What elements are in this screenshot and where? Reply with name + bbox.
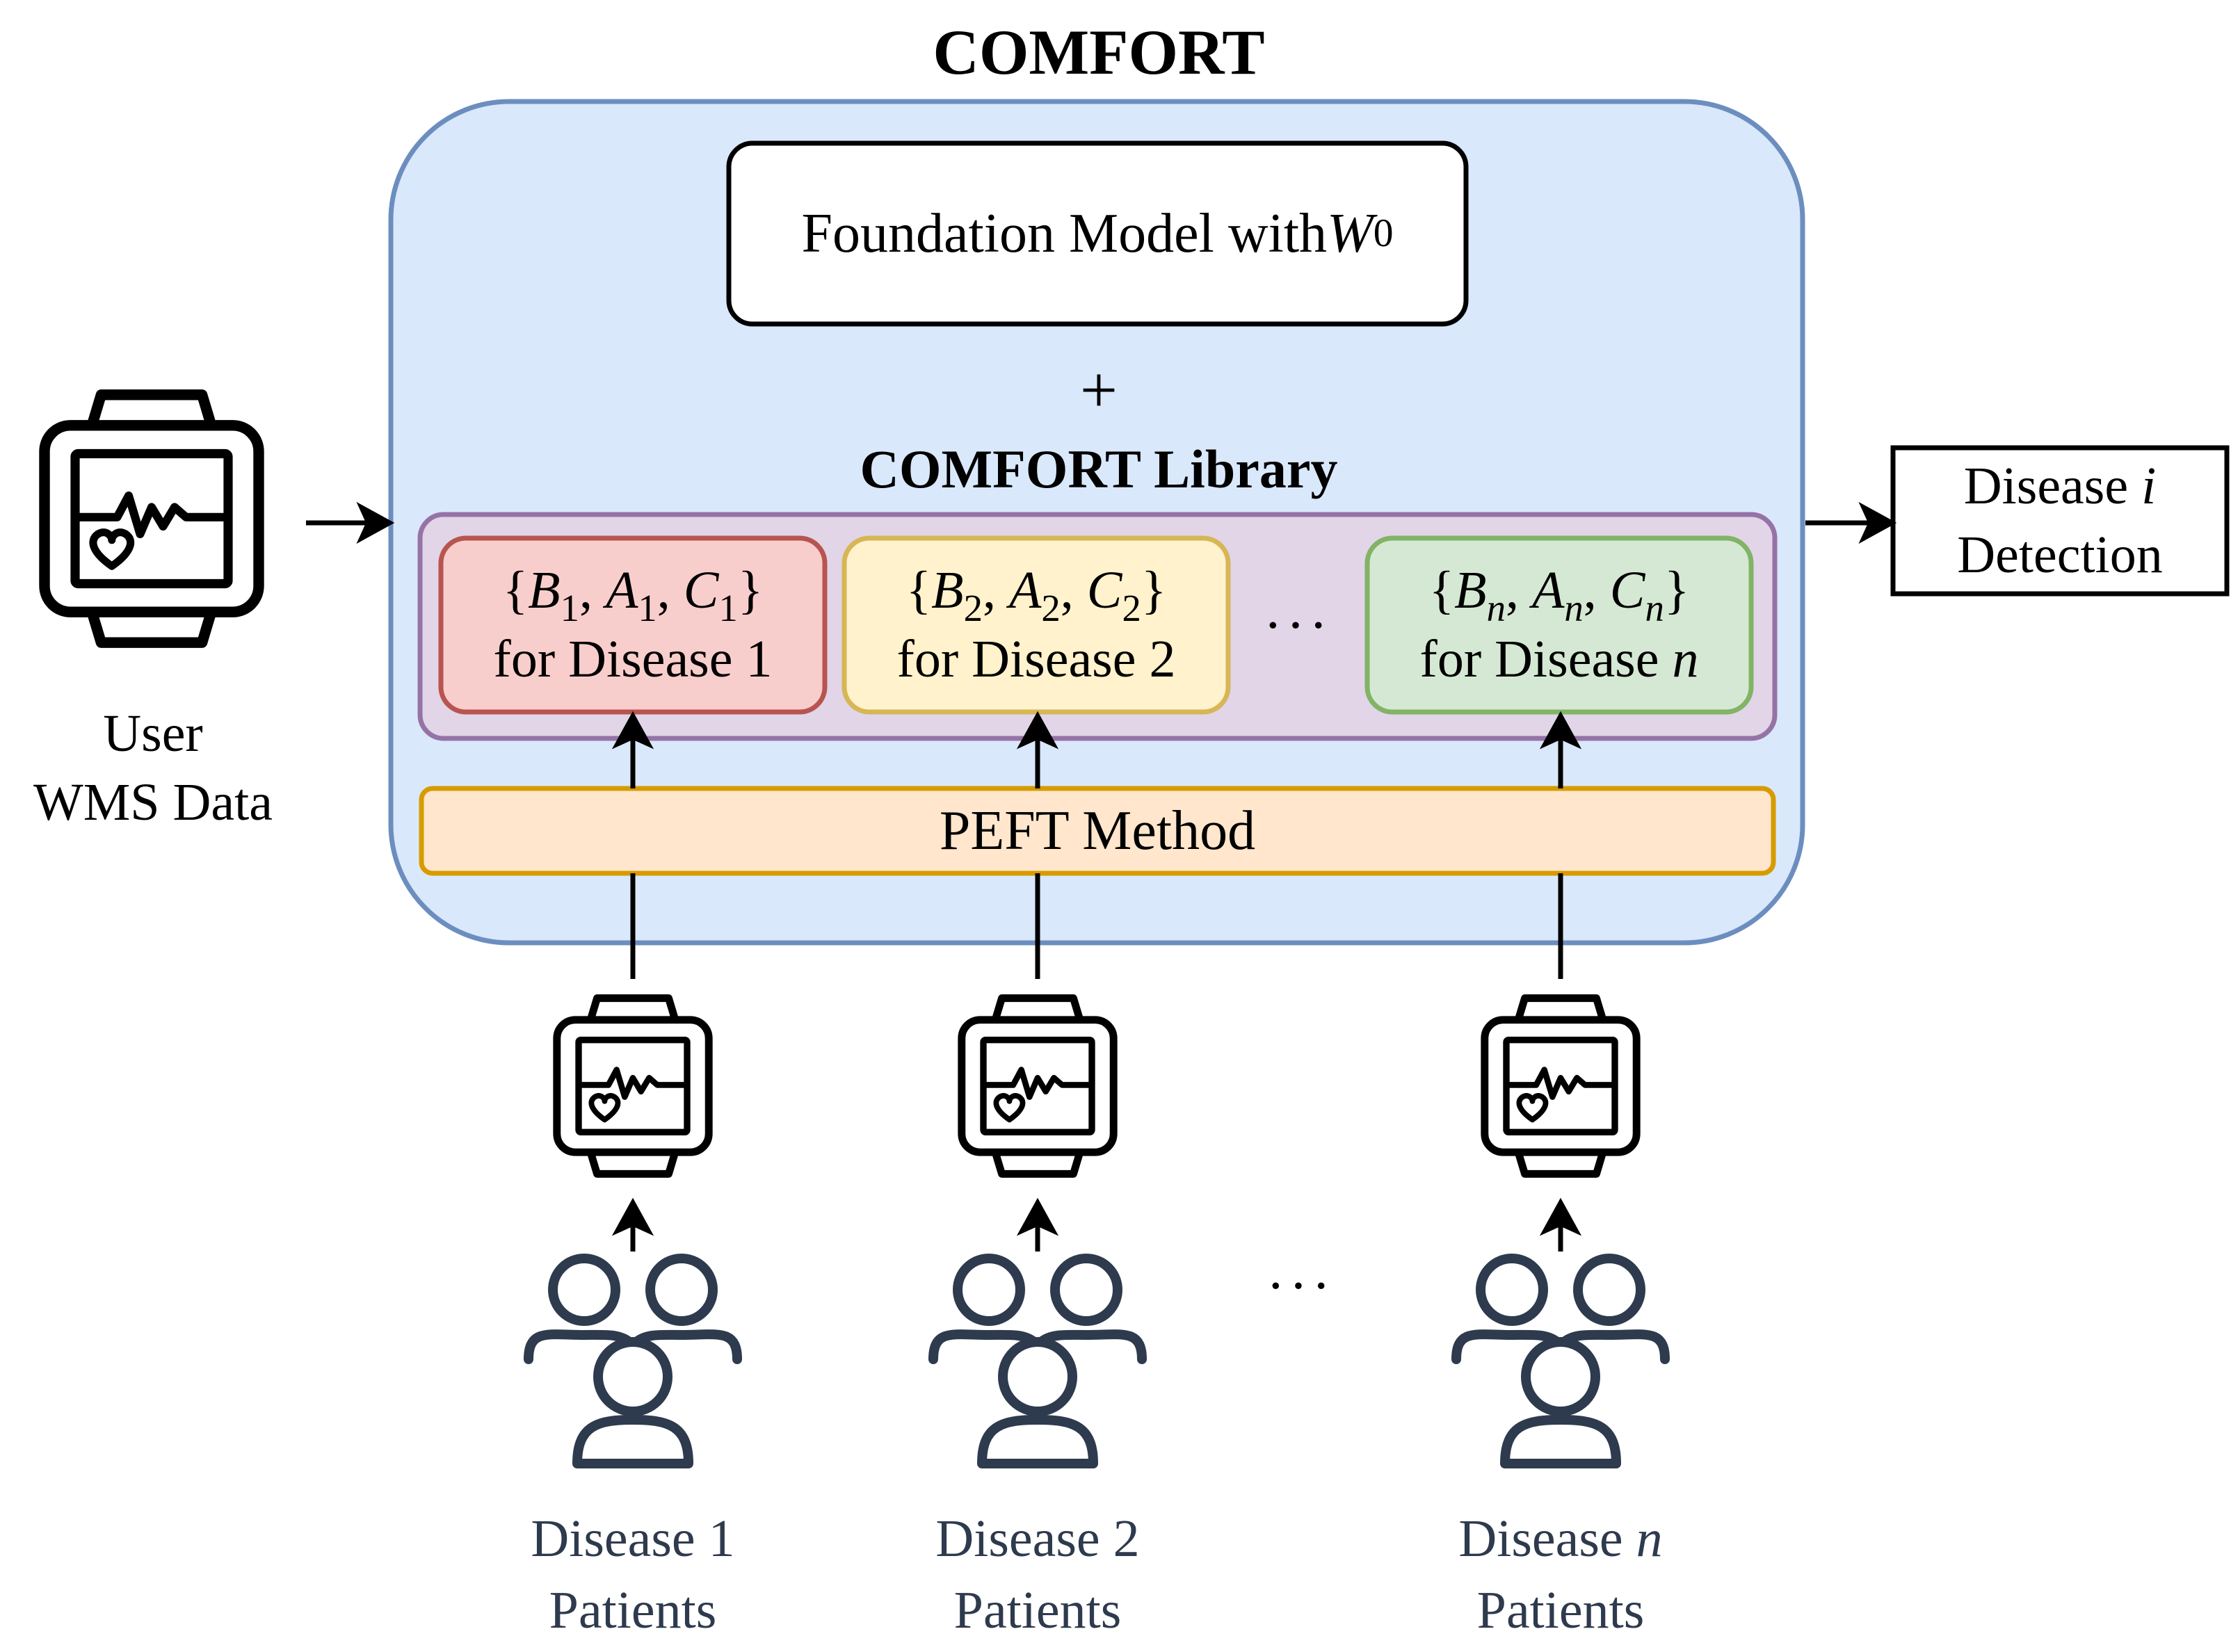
ellipsis-library: ··· xyxy=(1264,595,1332,656)
ellipsis-patients: ··· xyxy=(1266,1255,1335,1317)
people-group-icon-2 xyxy=(933,1258,1142,1464)
arrow-input xyxy=(306,501,395,544)
foundation-symbol: W xyxy=(1327,203,1374,264)
output-box xyxy=(1890,445,2230,597)
people-group-icon-1 xyxy=(529,1258,737,1464)
peft-label: PEFT Method xyxy=(939,800,1256,861)
adapter-set-n: {Bn, An, Cn} xyxy=(1428,561,1690,630)
patients-label-1: Disease 1 Patients xyxy=(531,1509,735,1639)
foundation-model-box xyxy=(726,140,1469,327)
patients-label-2: Disease 2 Patients xyxy=(935,1509,1140,1639)
adapter-label-2: {B2, A2, C2} for Disease 2 xyxy=(844,538,1228,712)
smartwatch-icon-1 xyxy=(557,998,709,1174)
adapter-label-n: {Bn, An, Cn} for Disease n xyxy=(1367,538,1751,712)
adapter-set-1: {B1, A1, C1} xyxy=(502,561,764,630)
adapter-box-n xyxy=(1364,535,1754,715)
peft-bar xyxy=(419,786,1776,876)
smartwatch-icon-2 xyxy=(962,998,1113,1174)
input-label: User WMS Data xyxy=(33,704,273,832)
adapter-disease-1: for Disease 1 xyxy=(493,630,773,688)
people-group-icon-n xyxy=(1456,1258,1665,1464)
smartwatch-icon-user xyxy=(45,395,259,642)
diagram-title: COMFORT xyxy=(933,17,1265,88)
adapter-disease-n: for Disease n xyxy=(1419,630,1699,688)
adapter-set-2: {B2, A2, C2} xyxy=(905,561,1167,630)
arrow-output xyxy=(1805,501,1897,544)
library-title: COMFORT Library xyxy=(860,439,1338,499)
adapter-label-1: {B1, A1, C1} for Disease 1 xyxy=(441,538,825,712)
output-label: Disease i Detection xyxy=(1957,457,2163,584)
plus-sign: + xyxy=(1079,352,1118,427)
adapter-box-2 xyxy=(841,535,1231,715)
foundation-text: Foundation Model with xyxy=(801,203,1328,264)
smartwatch-icon-n xyxy=(1485,998,1636,1174)
adapter-disease-2: for Disease 2 xyxy=(896,630,1176,688)
patients-label-n: Disease n Patients xyxy=(1458,1509,1663,1639)
